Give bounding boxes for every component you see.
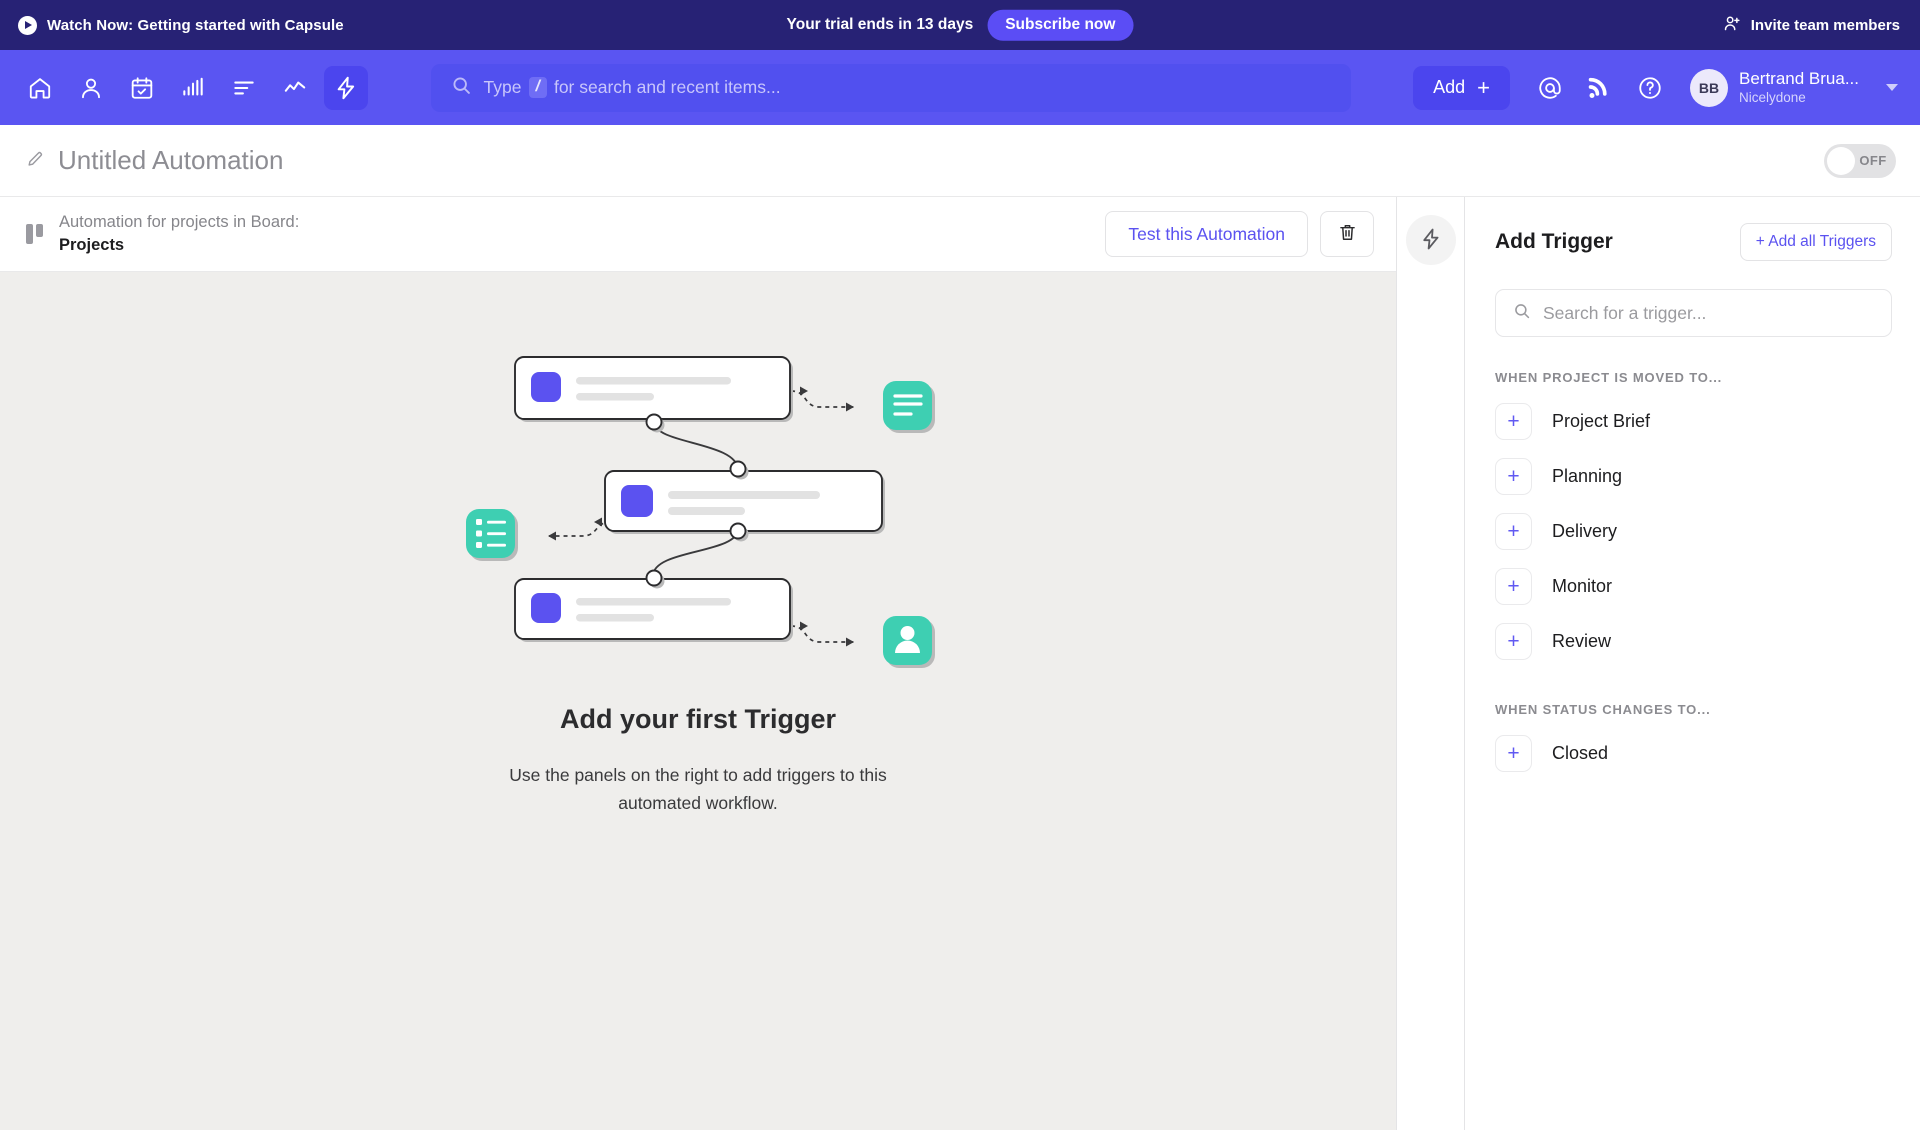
chevron-down-icon [1886,84,1898,91]
trigger-item-closed[interactable]: + Closed [1495,735,1892,772]
lightning-icon [1419,227,1443,254]
trigger-item-delivery[interactable]: + Delivery [1495,513,1892,550]
trigger-label: Monitor [1552,576,1613,596]
avatar: BB [1689,68,1728,107]
board-actions: Test this Automation [1105,211,1374,257]
activity-feed-button[interactable] [1578,66,1622,110]
board-info: Automation for projects in Board: Projec… [26,211,299,257]
search-icon [451,75,472,101]
automation-title-edit[interactable]: Untitled Automation [26,145,283,176]
empty-state-illustration [466,356,935,668]
global-search-wrapper: Type / for search and recent items... [368,63,1413,112]
add-button[interactable]: Add + [1413,65,1510,110]
board-context-bar: Automation for projects in Board: Projec… [0,197,1396,272]
trial-days: 13 days [916,16,974,33]
checklist-node-icon [466,509,518,561]
trial-banner: Watch Now: Getting started with Capsule … [0,0,1920,50]
subscribe-now-button[interactable]: Subscribe now [987,9,1134,41]
trigger-item-review[interactable]: + Review [1495,623,1892,660]
global-search-input[interactable]: Type / for search and recent items... [430,63,1351,112]
automation-enable-toggle[interactable]: OFF [1824,143,1896,178]
plus-icon: + [1495,735,1532,772]
nav-people-button[interactable] [69,66,113,110]
plus-icon: + [1495,623,1532,660]
trigger-label: Project Brief [1552,411,1651,431]
watch-now-link[interactable]: Watch Now: Getting started with Capsule [0,15,344,35]
delete-automation-button[interactable] [1320,211,1374,257]
plus-icon: + [1495,458,1532,495]
invite-team-members-button[interactable]: Invite team members [1723,14,1920,37]
trigger-label: Delivery [1552,521,1618,541]
nav-insights-button[interactable] [273,66,317,110]
nav-icon-group [18,65,368,110]
plus-icon: + [1477,74,1490,100]
test-automation-button[interactable]: Test this Automation [1105,211,1308,257]
board-text: Automation for projects in Board: Projec… [59,211,299,257]
profile-text: Bertrand Brua... Nicelydone [1739,69,1859,106]
trigger-item-monitor[interactable]: + Monitor [1495,568,1892,605]
nav-reports-button[interactable] [171,66,215,110]
profile-org: Nicelydone [1738,89,1806,105]
trial-status: Your trial ends in 13 days Subscribe now [786,9,1134,41]
automation-canvas-column: Automation for projects in Board: Projec… [0,197,1396,1130]
watch-now-label: Watch Now: Getting started with Capsule [47,16,344,34]
add-button-label: Add [1433,77,1466,97]
trigger-label: Planning [1552,466,1623,486]
page-title: Untitled Automation [58,145,284,175]
board-columns-icon [26,224,43,244]
nav-right-group: Add + [1413,65,1902,110]
empty-state-title: Add your first Trigger [559,704,837,734]
trigger-item-planning[interactable]: + Planning [1495,458,1892,495]
user-profile-menu[interactable]: BB Bertrand Brua... Nicelydone [1689,68,1902,107]
add-trigger-title: Add Trigger [1495,230,1613,253]
board-subtitle: Automation for projects in Board: [59,213,300,232]
trigger-group-label-0: WHEN PROJECT IS MOVED TO... [1495,370,1723,385]
nav-tasks-button[interactable] [222,66,266,110]
workspace: Automation for projects in Board: Projec… [0,197,1920,1130]
trigger-label: Closed [1552,743,1609,763]
invite-team-members-label: Invite team members [1750,16,1900,34]
search-icon [1513,302,1531,325]
trigger-group-label-1: WHEN STATUS CHANGES TO... [1495,702,1711,717]
plus-icon: + [1495,403,1532,440]
nav-automations-button[interactable] [324,65,368,110]
trash-icon [1337,222,1358,246]
plus-icon: + [1495,513,1532,550]
search-slash-key: / [528,77,547,98]
triggers-rail-button[interactable] [1405,215,1456,265]
text-lines-node-icon [883,381,935,433]
add-trigger-header: Add Trigger + Add all Triggers [1495,223,1892,261]
pencil-icon [26,149,45,173]
trigger-search-input[interactable] [1543,302,1874,324]
search-prefix: Type [483,77,522,97]
trigger-item-project-brief[interactable]: + Project Brief [1495,403,1892,440]
play-icon [18,15,37,35]
help-button[interactable] [1628,66,1672,110]
toggle-knob [1827,146,1855,175]
toggle-state-label: OFF [1859,153,1887,168]
profile-name: Bertrand Brua... [1738,68,1859,88]
empty-state-subtitle: Use the panels on the right to add trigg… [509,765,887,814]
nav-calendar-button[interactable] [120,66,164,110]
person-add-icon [1723,14,1742,37]
trial-text: Your trial ends in 13 days [786,16,974,33]
trigger-search-box[interactable] [1495,289,1892,337]
trigger-label: Review [1552,631,1612,651]
mentions-button[interactable] [1528,66,1572,110]
search-suffix: for search and recent items... [553,77,781,97]
automation-title-bar: Untitled Automation OFF [0,125,1920,197]
panel-rail [1396,197,1464,1130]
add-all-triggers-button[interactable]: + Add all Triggers [1739,223,1892,261]
add-trigger-panel: Add Trigger + Add all Triggers WHEN PROJ… [1464,197,1920,1130]
automation-canvas: Add your first Trigger Use the panels on… [0,272,1396,1130]
search-placeholder: Type / for search and recent items... [484,77,781,98]
person-node-icon [883,616,935,668]
nav-home-button[interactable] [18,66,62,110]
plus-icon: + [1495,568,1532,605]
main-navigation-bar: Type / for search and recent items... Ad… [0,50,1920,125]
board-name: Projects [59,236,125,254]
